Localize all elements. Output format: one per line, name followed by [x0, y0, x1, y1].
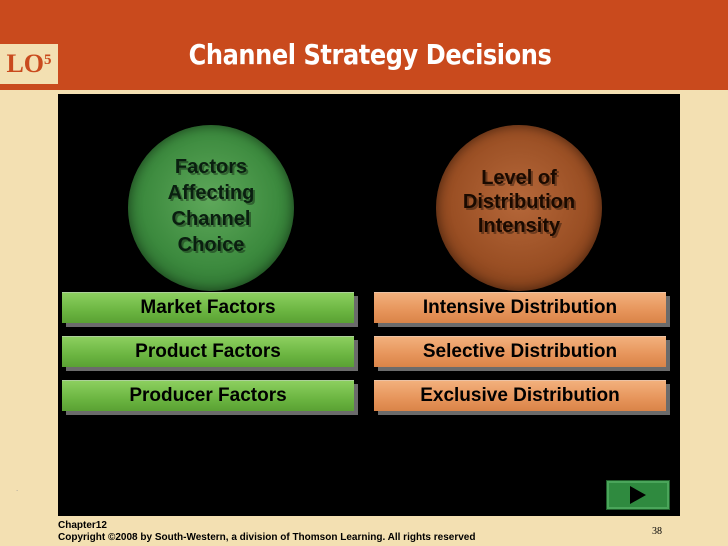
- factor-bar-product: Product Factors: [62, 336, 354, 367]
- factors-circle-line: Channel: [171, 208, 251, 230]
- factor-bar-producer: Producer Factors: [62, 380, 354, 411]
- decorative-dot: .: [16, 484, 19, 493]
- factors-circle-label: Factors Affecting Channel Choice: [128, 154, 294, 258]
- factors-circle-line: Choice: [177, 234, 245, 256]
- distribution-bar-exclusive: Exclusive Distribution: [374, 380, 666, 411]
- factors-circle-line: Affecting: [167, 182, 255, 204]
- play-triangle-icon: [630, 486, 646, 504]
- factor-bar-market: Market Factors: [62, 292, 354, 323]
- distribution-bar-intensive: Intensive Distribution: [374, 292, 666, 323]
- footer-chapter: Chapter12: [58, 520, 107, 531]
- distribution-circle-line: Level of: [481, 167, 557, 189]
- distribution-circle-line: Distribution: [462, 191, 576, 213]
- lo-label: LO: [6, 49, 45, 78]
- factors-circle-line: Factors: [174, 156, 248, 178]
- footer-copyright: Copyright ©2008 by South-Western, a divi…: [58, 532, 476, 543]
- distribution-circle-line: Intensity: [477, 215, 561, 237]
- distribution-circle: [436, 125, 602, 291]
- next-slide-button[interactable]: [606, 480, 670, 510]
- title-bar: [0, 0, 728, 90]
- page-number: 38: [652, 526, 662, 537]
- slide-title: Channel Strategy Decisions: [188, 38, 552, 71]
- distribution-circle-label: Level of Distribution Intensity: [436, 166, 602, 238]
- factors-circle: [128, 125, 294, 291]
- lo-number: 5: [44, 51, 52, 68]
- distribution-bar-selective: Selective Distribution: [374, 336, 666, 367]
